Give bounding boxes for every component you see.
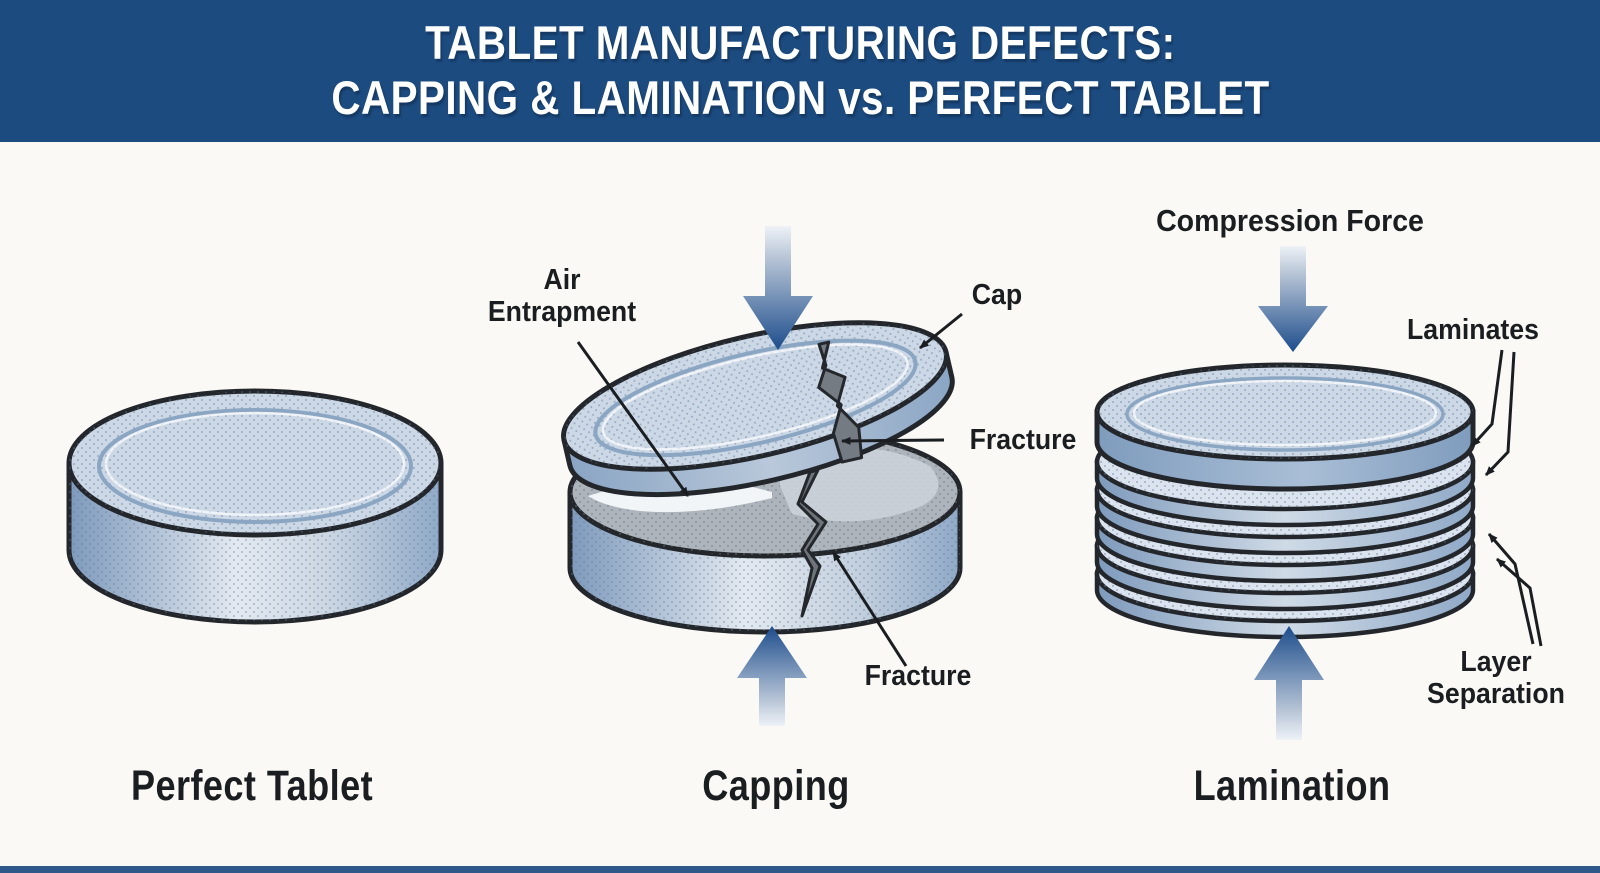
laminates-label: Laminates — [1407, 314, 1539, 346]
body-crack — [796, 468, 828, 618]
air-entrapment-label-line1: Air — [543, 264, 581, 296]
lamination-figure — [1094, 362, 1476, 640]
fracture-upper-label: Fracture — [969, 424, 1077, 456]
layer-separation-label-line1: Layer — [1460, 646, 1532, 678]
lamination-caption: Lamination — [1193, 762, 1391, 810]
top-disc-bevel-ring — [1125, 376, 1445, 452]
laminate-stack — [1094, 362, 1476, 640]
laminate-top-disc — [1094, 362, 1476, 492]
fracture-lower-label: Fracture — [864, 660, 972, 692]
cap-label: Cap — [971, 279, 1023, 311]
layer-separation-leader-line-1 — [1487, 533, 1535, 645]
layer-separation-label-line2: Separation — [1427, 678, 1565, 711]
layer-separation-leader-line-2 — [1496, 557, 1543, 647]
compression-down-arrow-lamination — [1258, 246, 1328, 352]
bottom-accent-bar — [0, 866, 1600, 873]
perfect-tablet-caption: Perfect Tablet — [130, 762, 374, 810]
title-line-1: TABLET MANUFACTURING DEFECTS: — [424, 16, 1176, 70]
air-entrapment-label-line2: Entrapment — [487, 296, 637, 329]
perfect-tablet-figure — [66, 388, 444, 625]
capping-tablet-body — [567, 425, 963, 635]
air-entrapment-label: Air Entrapment — [488, 264, 636, 329]
capping-caption: Capping — [702, 762, 850, 810]
layer-separation-label: Layer Separation — [1427, 646, 1565, 711]
title-banner: TABLET MANUFACTURING DEFECTS: CAPPING & … — [0, 0, 1600, 142]
capping-figure — [561, 320, 963, 635]
title-line-2: CAPPING & LAMINATION vs. PERFECT TABLET — [330, 71, 1270, 124]
compression-force-label: Compression Force — [1156, 203, 1424, 238]
perfect-tablet-body — [66, 388, 444, 625]
bevel-ring — [97, 408, 413, 524]
cap-crack — [817, 340, 864, 464]
